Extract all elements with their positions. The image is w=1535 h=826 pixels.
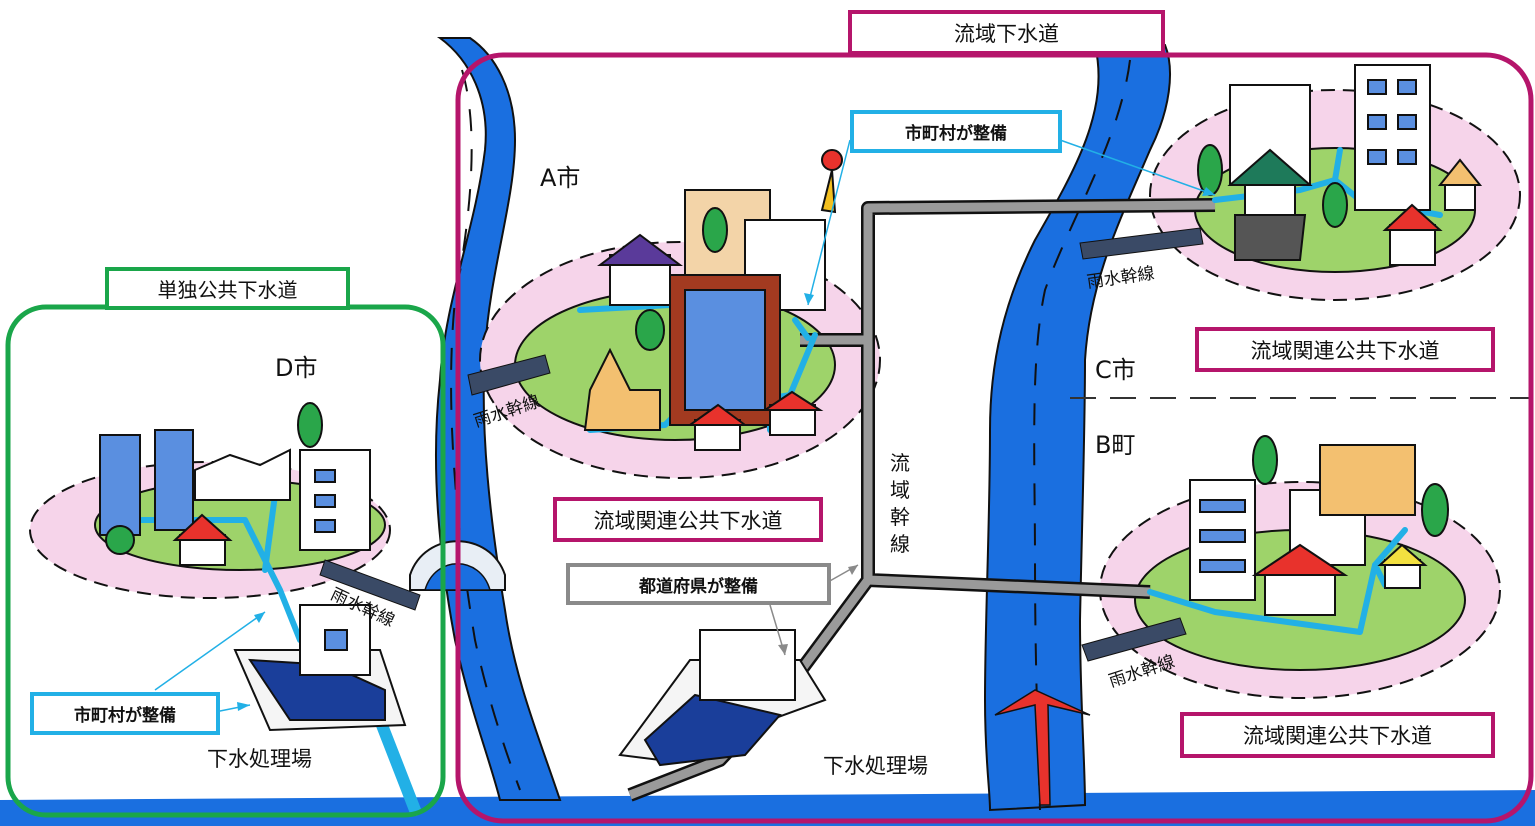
city-c-label: C市 xyxy=(1095,356,1136,384)
kanren-box-c: 流域関連公共下水道 xyxy=(1195,327,1495,372)
left-river-centerline xyxy=(450,69,521,791)
city-b-label: B町 xyxy=(1095,431,1136,459)
buildings-a xyxy=(583,149,843,451)
ryuiki-kansen-label: 流域幹線 xyxy=(890,451,910,556)
treatment-plant-d xyxy=(233,604,407,732)
municipal-box-left: 市町村が整備 xyxy=(30,692,220,735)
buildings-d xyxy=(99,402,371,566)
kanren-box-b: 流域関連公共下水道 xyxy=(1180,712,1495,758)
city-d-label: D市 xyxy=(275,354,318,382)
prefecture-box: 都道府県が整備 xyxy=(566,563,831,605)
buildings-c xyxy=(1197,64,1483,266)
ryuiki-border xyxy=(455,52,1534,824)
right-river xyxy=(983,44,1171,812)
treatment-label-center: 下水処理場 xyxy=(823,754,928,778)
buildings-b xyxy=(1189,435,1449,616)
flow-arrow xyxy=(994,689,1091,806)
rain-trunk-lines xyxy=(319,227,1204,662)
treatment-plant-center xyxy=(618,629,827,767)
municipal-box-top: 市町村が整備 xyxy=(850,110,1062,153)
ryuiki-gesuido-header: 流域下水道 xyxy=(848,10,1165,55)
city-a-label: A市 xyxy=(540,164,581,192)
left-river xyxy=(434,37,562,801)
treatment-label-left: 下水処理場 xyxy=(207,747,312,771)
kanren-box-a: 流域関連公共下水道 xyxy=(553,497,823,542)
tandoku-gesuido-header: 単独公共下水道 xyxy=(105,267,350,310)
